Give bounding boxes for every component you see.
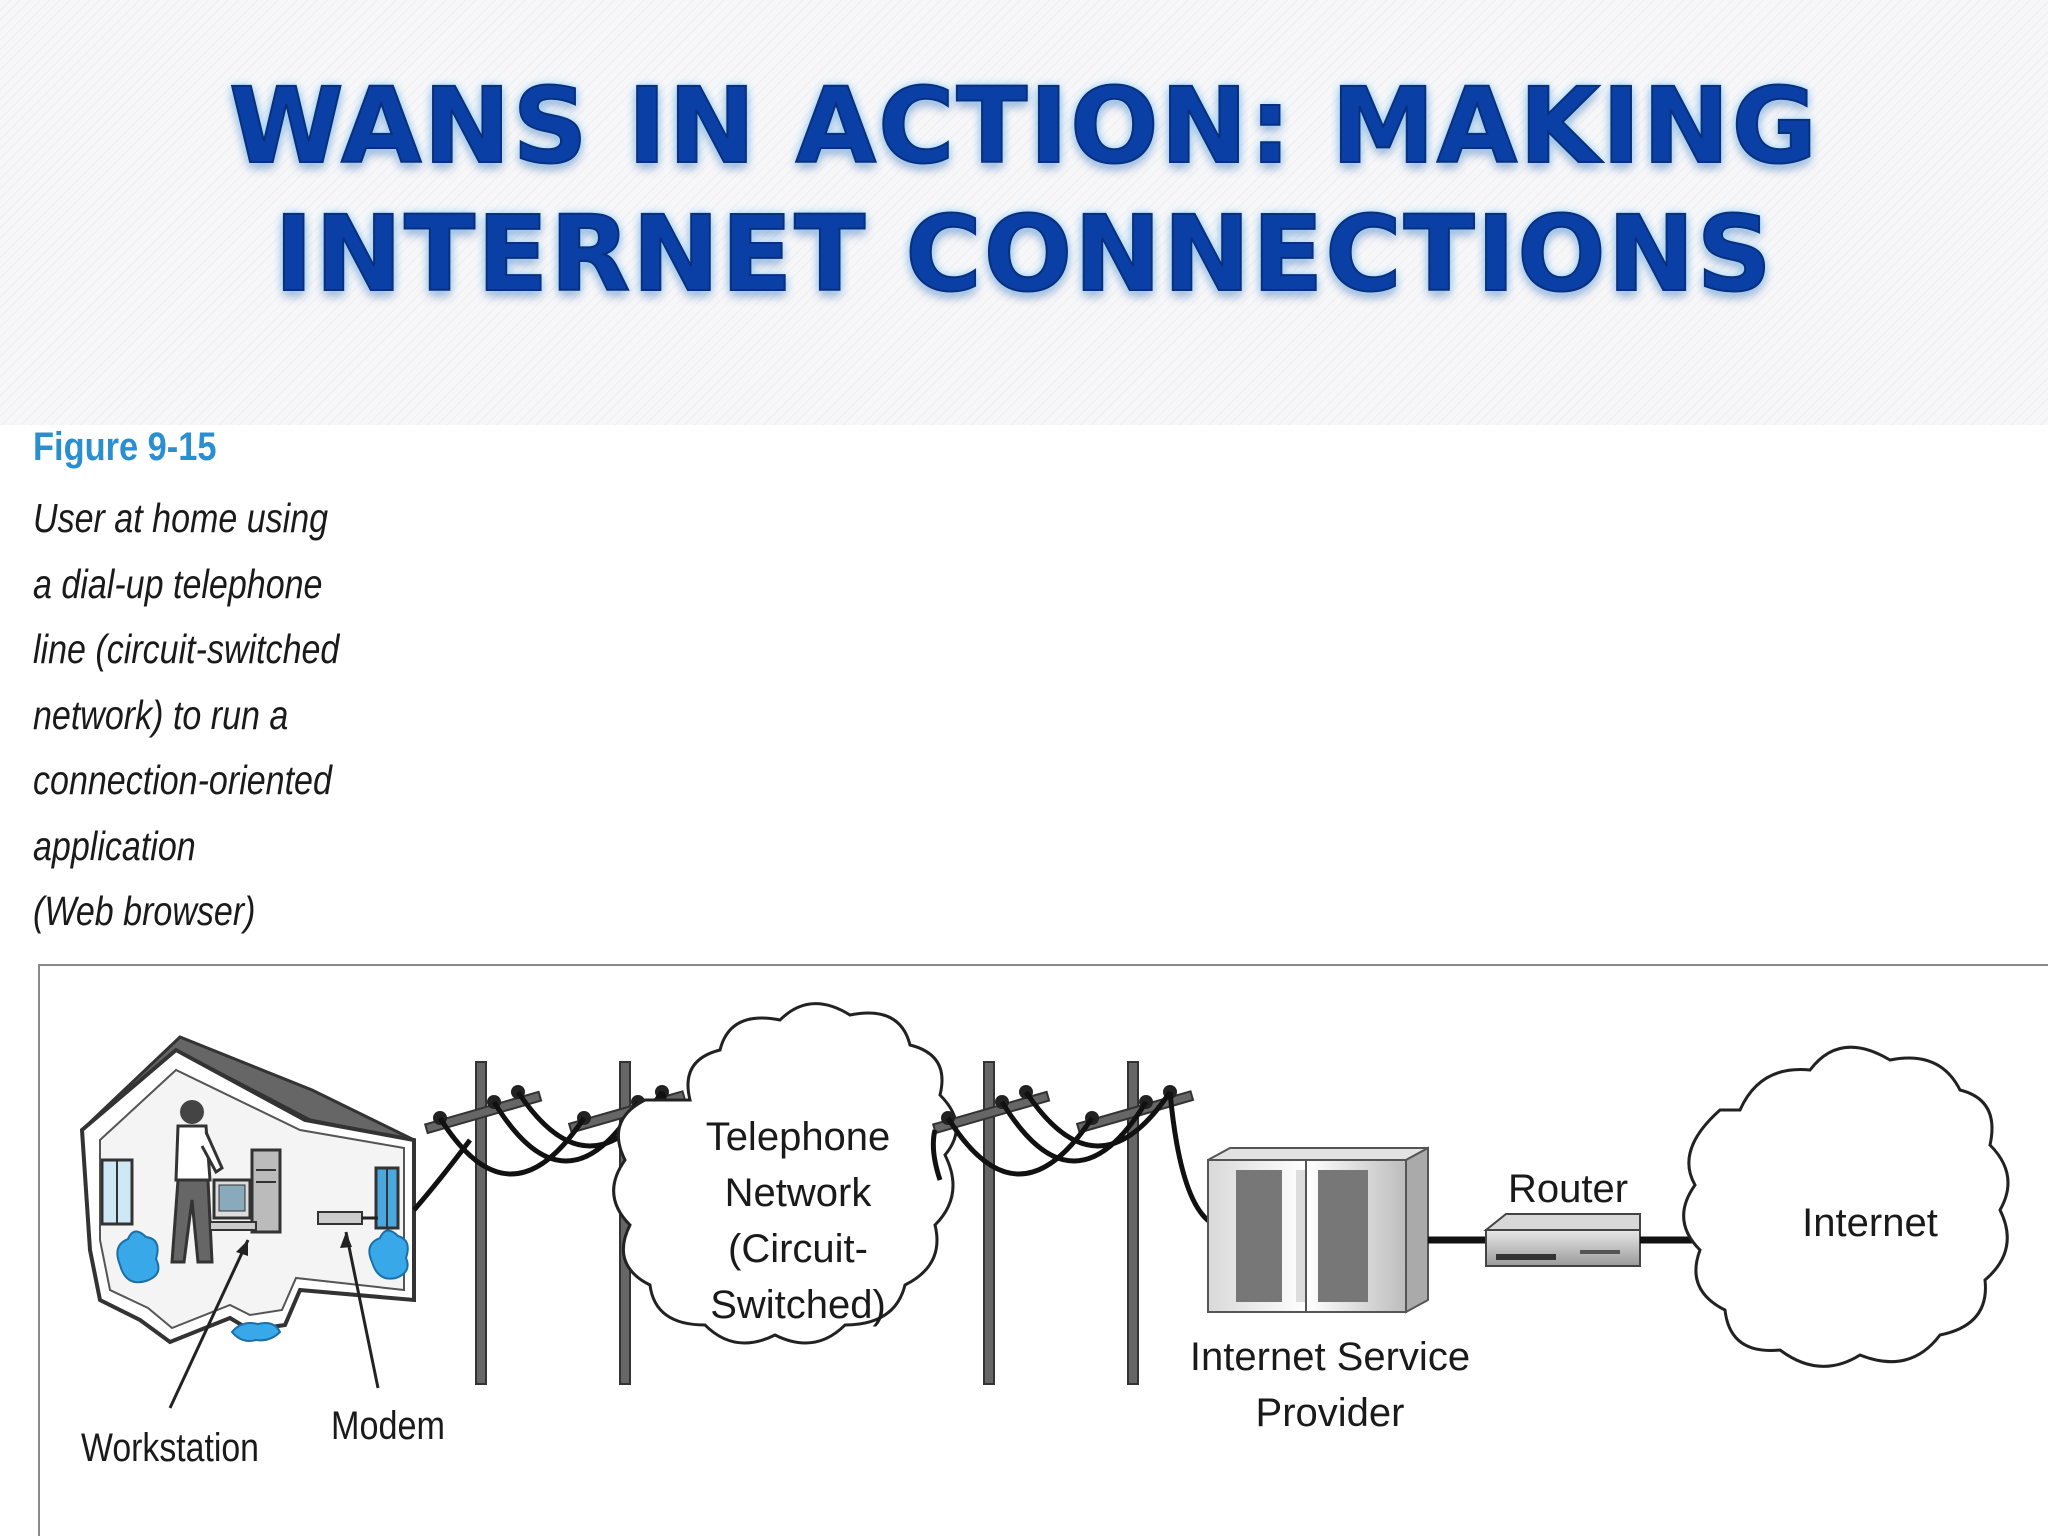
isp-server-icon bbox=[1207, 1146, 1429, 1314]
telephone-network-label-line: Switched) bbox=[710, 1283, 886, 1327]
modem-label: Modem bbox=[331, 1404, 445, 1448]
caption-line: network) to run a bbox=[33, 691, 289, 738]
slide-title: WANS IN ACTION: MAKING INTERNET CONNECTI… bbox=[0, 62, 2048, 318]
isp-label-line: Internet Service bbox=[1190, 1335, 1470, 1379]
telephone-network-cloud bbox=[612, 1002, 958, 1345]
figure-caption: User at home using a dial-up telephone l… bbox=[33, 486, 348, 945]
caption-line: application bbox=[33, 822, 196, 869]
caption-line: connection-oriented bbox=[33, 757, 332, 803]
house-illustration bbox=[79, 1035, 416, 1345]
telephone-network-label: Telephone Network (Circuit- Switched) bbox=[706, 1115, 891, 1327]
wires-right bbox=[930, 1090, 1212, 1225]
caption-line: line (circuit-switched bbox=[33, 626, 340, 672]
isp-label-line: Provider bbox=[1256, 1391, 1405, 1435]
internet-label: Internet bbox=[1802, 1201, 1938, 1245]
modem-icon bbox=[317, 1211, 378, 1225]
workstation-label: Workstation bbox=[81, 1426, 259, 1470]
workstation-pointer bbox=[168, 1239, 250, 1409]
title-line-2: INTERNET CONNECTIONS bbox=[273, 192, 1774, 316]
telephone-network-label-line: Network bbox=[725, 1171, 873, 1215]
person-icon bbox=[170, 1100, 224, 1264]
figure-number: Figure 9-15 bbox=[33, 425, 217, 469]
modem-pointer bbox=[344, 1231, 380, 1389]
router-label: Router bbox=[1508, 1167, 1628, 1211]
internet-cloud bbox=[1682, 1045, 2010, 1368]
caption-line: (Web browser) bbox=[33, 888, 256, 934]
workstation-icon bbox=[209, 1148, 282, 1234]
caption-line: a dial-up telephone bbox=[33, 560, 323, 607]
isp-label: Internet Service Provider bbox=[1190, 1335, 1470, 1435]
telephone-network-label-line: Telephone bbox=[706, 1115, 891, 1159]
telephone-network-label-line: (Circuit- bbox=[728, 1227, 868, 1271]
router-icon bbox=[1483, 1213, 1641, 1267]
title-line-1: WANS IN ACTION: MAKING bbox=[228, 64, 1819, 188]
caption-line: User at home using bbox=[33, 495, 329, 541]
